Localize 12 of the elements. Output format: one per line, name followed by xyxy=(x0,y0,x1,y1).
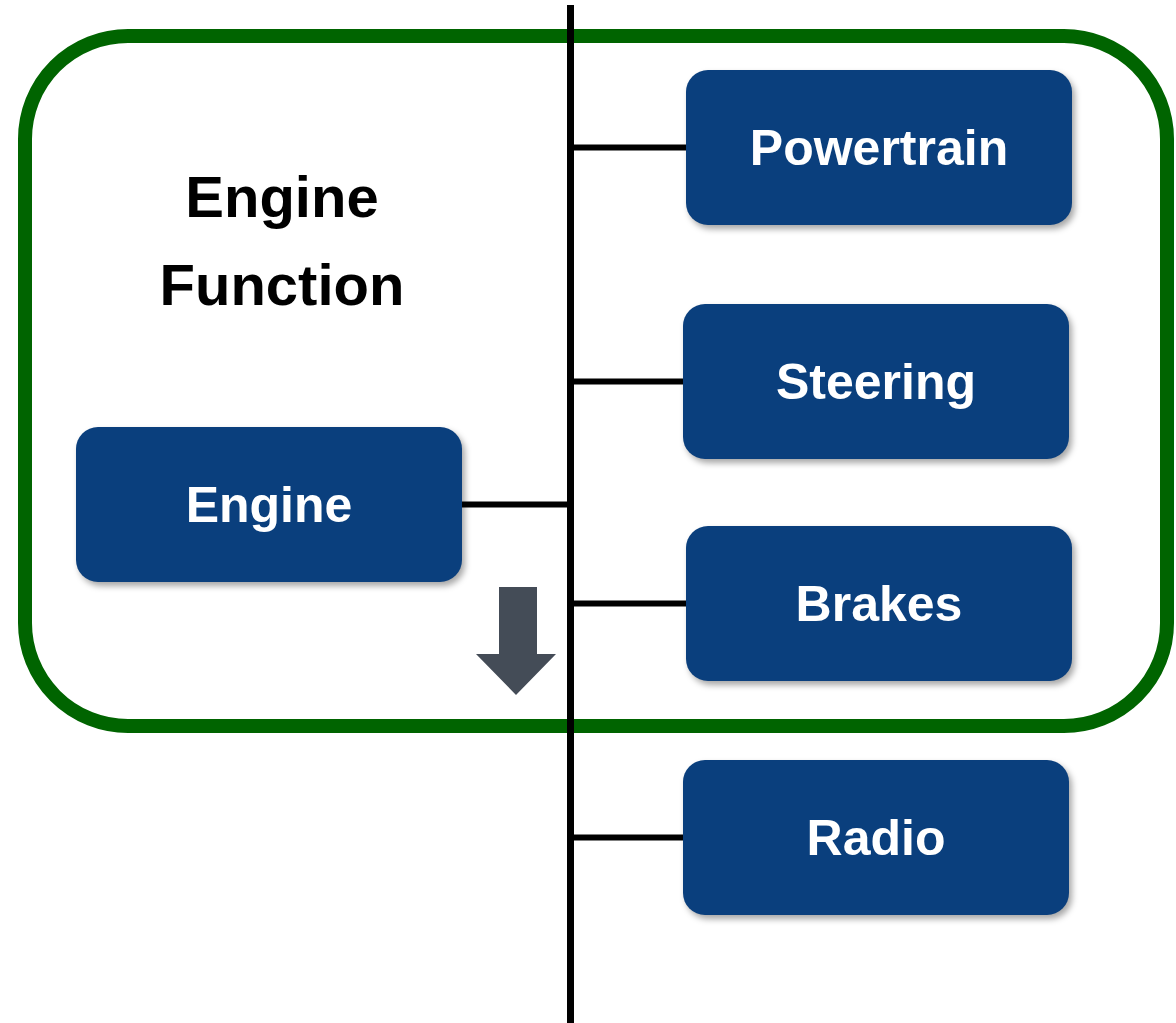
component-box: Steering xyxy=(683,304,1069,459)
group-heading: Engine Function xyxy=(158,163,406,319)
component-box: Powertrain xyxy=(686,70,1072,225)
component-box: Brakes xyxy=(686,526,1072,681)
component-box: Radio xyxy=(683,760,1069,915)
group-frame xyxy=(18,29,1174,733)
connector-line xyxy=(462,501,567,508)
connector-line xyxy=(574,378,683,385)
connector-line xyxy=(574,834,683,841)
connector-line xyxy=(574,144,686,151)
component-box: Engine xyxy=(76,427,462,582)
connector-line xyxy=(574,600,686,607)
